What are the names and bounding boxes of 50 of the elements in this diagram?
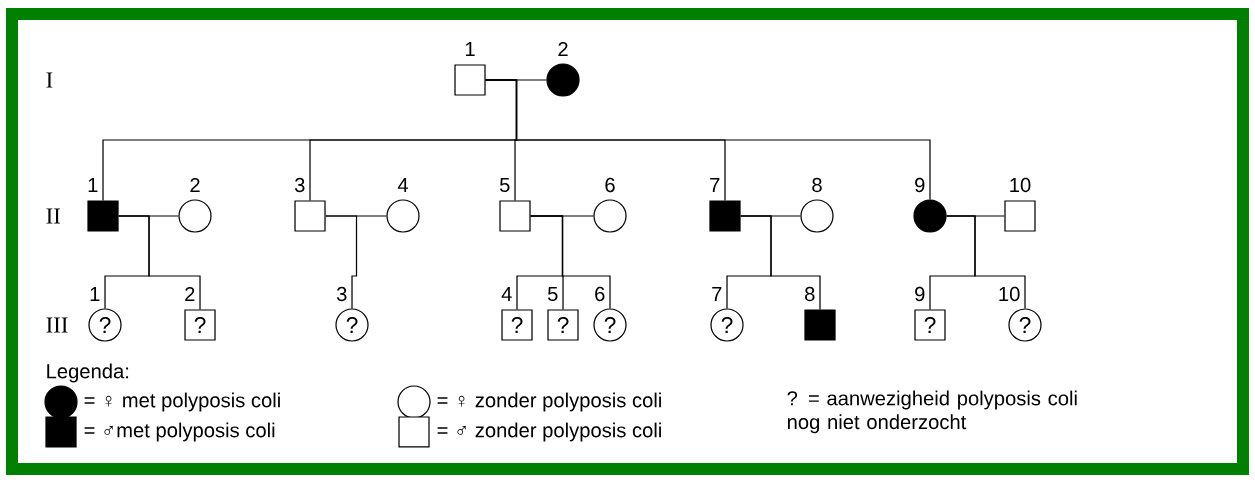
person-number: 6 bbox=[595, 286, 605, 302]
note-text: ? = aanwezigheid polyposis coli nog niet onderzocht bbox=[787, 390, 1077, 434]
descent-line bbox=[740, 215, 821, 310]
person-number: 2 bbox=[190, 177, 200, 193]
legend-text: = ♀ met polyposis coli bbox=[84, 392, 280, 412]
circle-symbol bbox=[386, 199, 420, 233]
square-symbol bbox=[294, 200, 326, 232]
square-symbol bbox=[87, 200, 119, 232]
person-number: 2 bbox=[558, 41, 568, 57]
person-number: 1 bbox=[90, 287, 100, 301]
descent-line bbox=[485, 79, 931, 200]
generation-label: II bbox=[46, 208, 61, 224]
circle-symbol bbox=[178, 199, 212, 233]
descent-line bbox=[325, 215, 358, 309]
square-symbol bbox=[804, 309, 836, 341]
person-number: 9 bbox=[915, 286, 925, 302]
circle-symbol bbox=[593, 199, 627, 233]
person-number: 1 bbox=[465, 42, 475, 56]
person-number: 10 bbox=[1010, 177, 1031, 193]
square-symbol bbox=[1004, 200, 1036, 232]
person-number: 1 bbox=[88, 178, 98, 192]
generation-label: I bbox=[46, 72, 53, 88]
legend-text: = ♂met polyposis coli bbox=[84, 422, 275, 442]
generation-label: III bbox=[46, 317, 68, 333]
descent-line bbox=[118, 215, 201, 310]
descent-line bbox=[530, 215, 611, 309]
circle-symbol bbox=[546, 63, 580, 97]
person-number: 6 bbox=[605, 177, 615, 193]
person-number: 7 bbox=[712, 287, 722, 301]
square-symbol bbox=[499, 200, 531, 232]
person-number: 8 bbox=[812, 177, 822, 193]
legend-heading: Legenda: bbox=[47, 363, 129, 383]
person-number: 3 bbox=[294, 177, 305, 193]
person-number: 5 bbox=[547, 286, 558, 302]
person-number: 9 bbox=[915, 177, 925, 193]
legend-text: = ♀ zonder polyposis coli bbox=[437, 392, 661, 412]
circle-symbol bbox=[800, 199, 834, 233]
person-number: 4 bbox=[397, 178, 409, 192]
person-number: 8 bbox=[805, 286, 815, 302]
circle-symbol bbox=[913, 199, 947, 233]
person-number: 5 bbox=[499, 177, 510, 193]
person-number: 7 bbox=[710, 178, 720, 192]
square-symbol bbox=[454, 64, 486, 96]
square-symbol bbox=[709, 200, 741, 232]
descent-line bbox=[946, 215, 1026, 309]
legend-text: = ♂ zonder polyposis coli bbox=[437, 422, 661, 442]
person-number: 3 bbox=[336, 286, 347, 302]
person-number: 10 bbox=[999, 286, 1020, 302]
person-number: 4 bbox=[501, 287, 512, 301]
person-number: 2 bbox=[185, 286, 195, 302]
